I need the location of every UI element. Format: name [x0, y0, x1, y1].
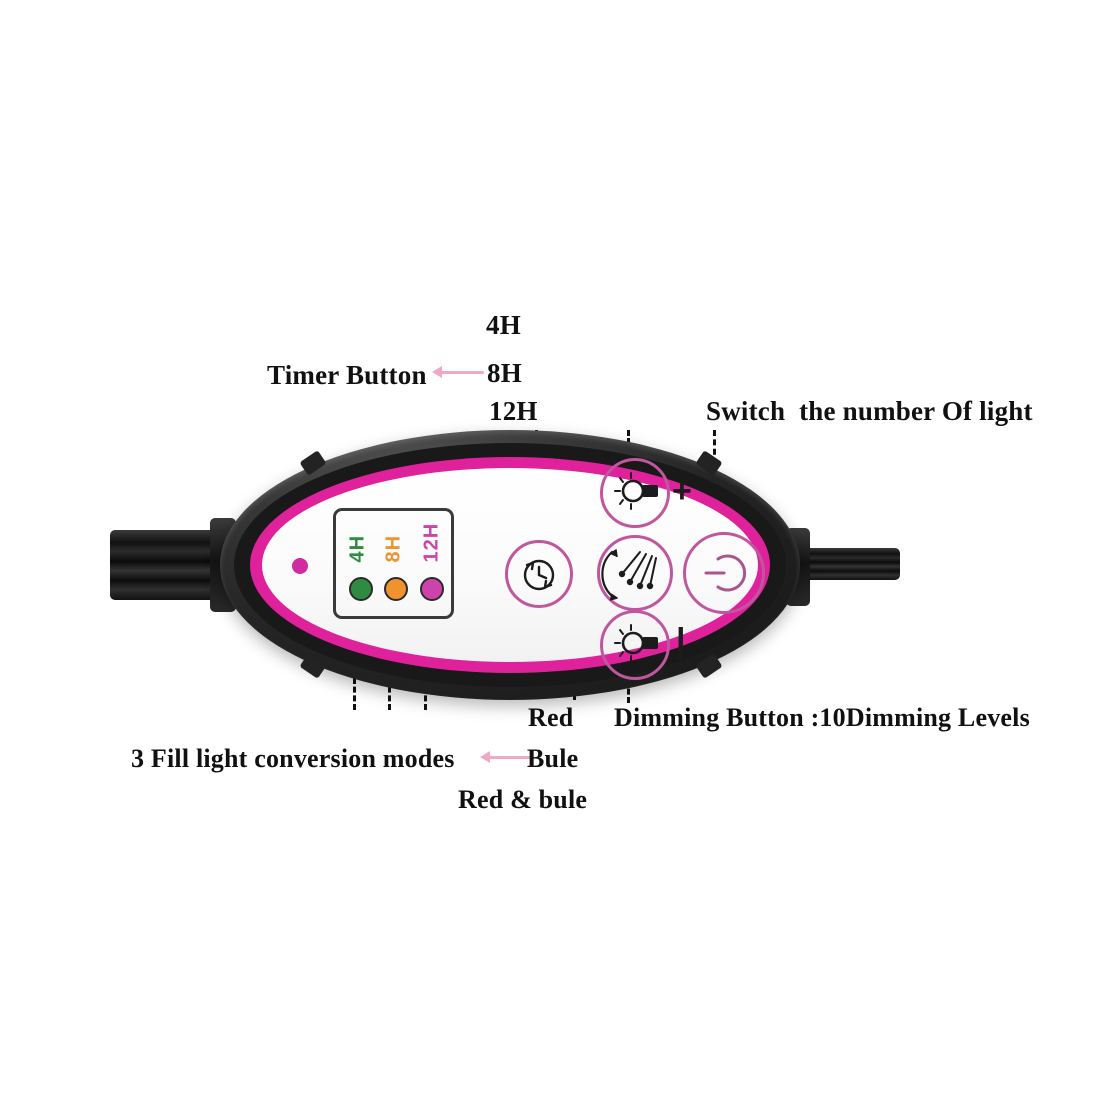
led-8h	[384, 577, 408, 601]
mode-button[interactable]	[597, 535, 673, 611]
label-dimming-button: Dimming Button :10Dimming Levels	[614, 703, 1030, 732]
brightness-up-mark: +	[672, 472, 692, 510]
timer-label-12h: 12H	[420, 522, 443, 563]
power-indicator-dot	[292, 558, 308, 574]
timer-button[interactable]	[505, 540, 573, 608]
label-4h: 4H	[486, 310, 521, 340]
label-red: Red	[528, 703, 574, 732]
label-switch-number-of-light: Switch the number Of light	[706, 396, 1033, 426]
arrow-timer-button	[432, 363, 484, 381]
timer-label-4h: 4H	[346, 534, 369, 563]
lamp-icon	[614, 472, 658, 510]
timer-label-8h: 8H	[382, 534, 405, 563]
brightness-up-button[interactable]	[600, 458, 670, 528]
label-fill-light-modes: 3 Fill light conversion modes	[131, 744, 455, 773]
timer-led-panel: 4H 8H 12H	[333, 508, 454, 619]
controller-device: 4H 8H 12H	[110, 430, 900, 700]
right-cable	[798, 548, 900, 580]
label-8h: 8H	[487, 358, 522, 388]
power-icon	[704, 554, 747, 592]
led-4h	[349, 577, 373, 601]
label-red-and-bule: Red & bule	[458, 785, 588, 814]
brightness-down-button[interactable]	[600, 610, 670, 680]
brightness-down-mark: |	[676, 622, 686, 660]
label-timer-button: Timer Button	[267, 360, 427, 390]
lamp-icon	[614, 624, 658, 662]
power-button[interactable]	[683, 532, 765, 614]
arrow-fill-light-modes	[480, 748, 530, 766]
light-rays-icon	[601, 549, 657, 601]
label-bule: Bule	[527, 744, 579, 773]
label-12h: 12H	[489, 396, 538, 426]
timer-icon	[523, 559, 555, 591]
led-12h	[420, 577, 444, 601]
